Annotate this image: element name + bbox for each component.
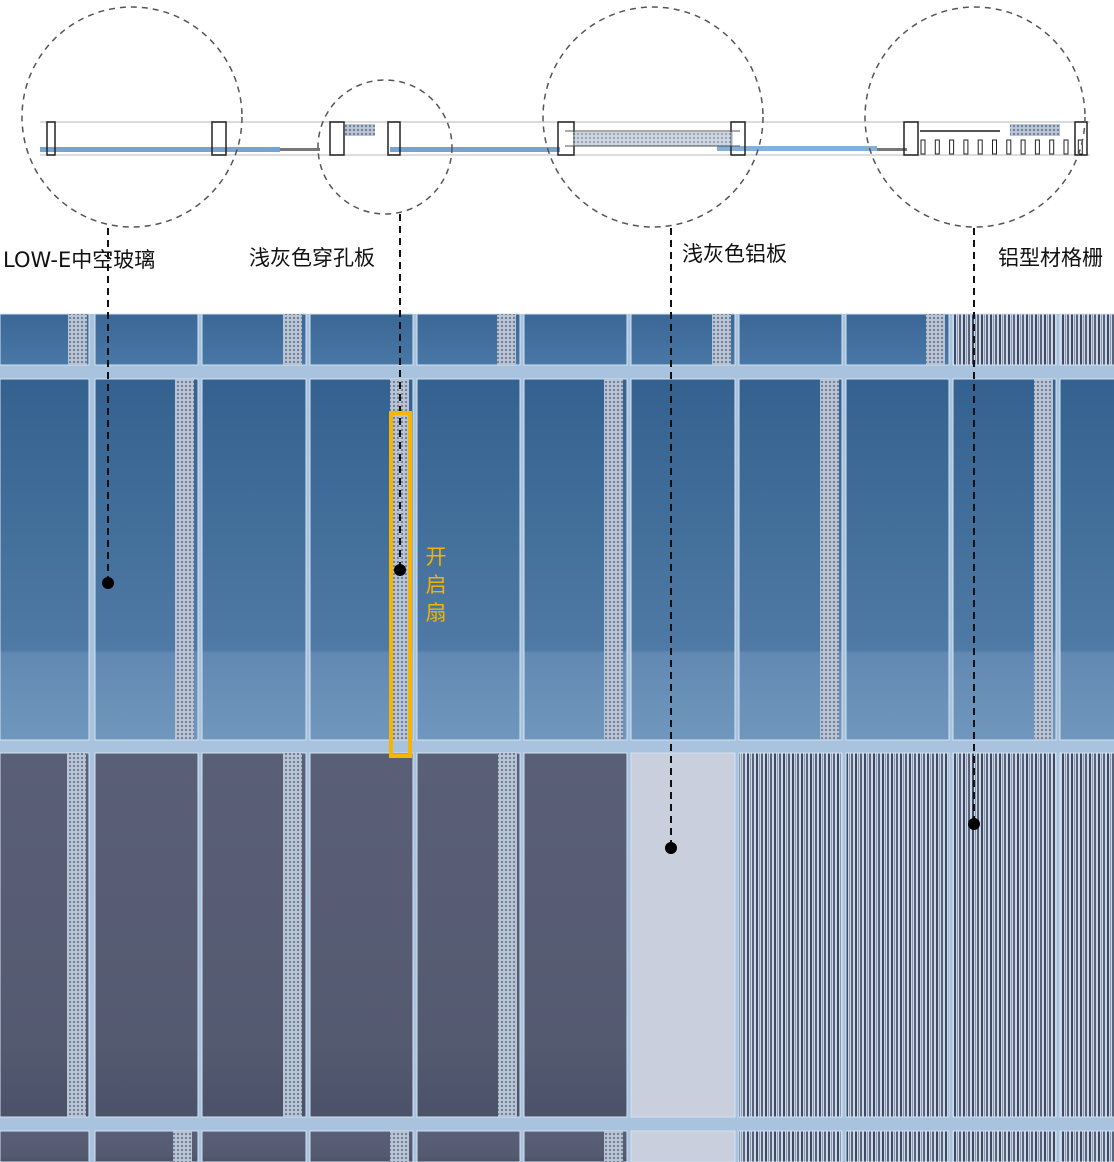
plan-grille-fin [1063,139,1069,155]
plan-mullion [211,121,227,156]
glass-panel [630,378,736,741]
aluminum-grille [738,752,843,1118]
glass-panel [416,378,521,741]
plan-grille-fin [963,139,969,155]
plan-grille-fin [1049,139,1055,155]
plan-glass-3 [717,146,877,151]
glass-panel [309,313,414,366]
aluminum-grille [952,313,1057,366]
plan-grille-fin [934,139,940,155]
label-perforated: 浅灰色穿孔板 [249,246,375,270]
label-aluminum: 浅灰色铝板 [682,242,787,266]
plan-grille-fin [949,139,955,155]
label-glass: LOW-E中空玻璃 [3,248,156,272]
detail-circle-aluminum [542,6,764,228]
perforated-panel [390,379,409,740]
leader-dot-glass [102,577,114,589]
perforated-panel [604,1131,623,1162]
glass-panel [523,313,628,366]
glass-panel [738,313,843,366]
detail-circle-glass [21,6,243,228]
plan-mullion [1074,121,1088,156]
leader-dot-grille [968,818,980,830]
plan-perforated-panel [345,124,375,136]
glass-panel [845,378,950,741]
leader-dot-perforated [394,564,406,576]
operable-window-highlight [389,411,412,758]
aluminum-grille [738,1130,843,1162]
perforated-panel [926,314,945,365]
aluminum-grille [952,1130,1057,1162]
facade-elevation [0,313,1114,1162]
dark-glass-panel [416,1130,521,1162]
dark-glass-panel [309,752,414,1118]
perforated-panel [1034,379,1053,740]
plan-mullion [903,121,919,156]
plan-grille-fin [1020,139,1026,155]
plan-section [21,6,1090,228]
dark-glass-panel [94,752,199,1118]
plan-grille-fin [1077,139,1083,155]
perforated-panel [175,379,194,740]
plan-grille-fin [992,139,997,155]
plan-glass-1 [40,147,280,152]
dark-glass-panel [0,1130,90,1162]
aluminum-grille [1059,313,1114,366]
glass-panel [94,313,199,366]
aluminum-grille [845,1130,950,1162]
perforated-panel [390,1131,409,1162]
glass-panel [201,378,307,741]
plan-mullion [557,121,575,156]
leader-dot-aluminum [665,842,677,854]
aluminum-grille [1059,752,1114,1118]
aluminum-panel [630,752,736,1118]
plan-plate-1 [280,148,320,151]
perforated-panel [67,753,86,1117]
perforated-panel [173,1131,192,1162]
plan-mullion [329,121,345,156]
aluminum-grille [845,752,950,1118]
glass-panel [0,378,90,741]
label-operable-window: 开启扇 [425,545,447,625]
plan-grille-fin [920,139,926,155]
detail-circle-grille [864,6,1086,228]
plan-glass-2 [390,147,560,152]
plan-grille-panel [1010,124,1060,136]
leader-lines [102,214,980,854]
plan-grille-fin [977,139,983,155]
dark-glass-panel [201,1130,307,1162]
perforated-panel [712,314,731,365]
perforated-panel [68,314,87,365]
plan-mullion [387,121,401,156]
detail-circle-perforated [317,79,453,215]
aluminum-grille [1059,1130,1114,1162]
plan-grille-fin [1006,139,1012,155]
glass-panel [1059,378,1114,741]
plan-mullion [46,121,56,156]
plan-plate-2 [877,148,907,151]
perforated-panel [820,379,839,740]
plan-aluminum-panel [573,132,733,146]
perforated-panel [283,314,302,365]
perforated-panel [604,379,623,740]
aluminum-panel [630,1130,736,1162]
plan-grille-fin [1034,139,1040,155]
perforated-panel [497,314,516,365]
label-grille: 铝型材格栅 [998,246,1103,270]
aluminum-grille [952,752,1057,1118]
perforated-panel [498,753,517,1117]
perforated-panel [283,753,302,1117]
dark-glass-panel [523,752,628,1118]
